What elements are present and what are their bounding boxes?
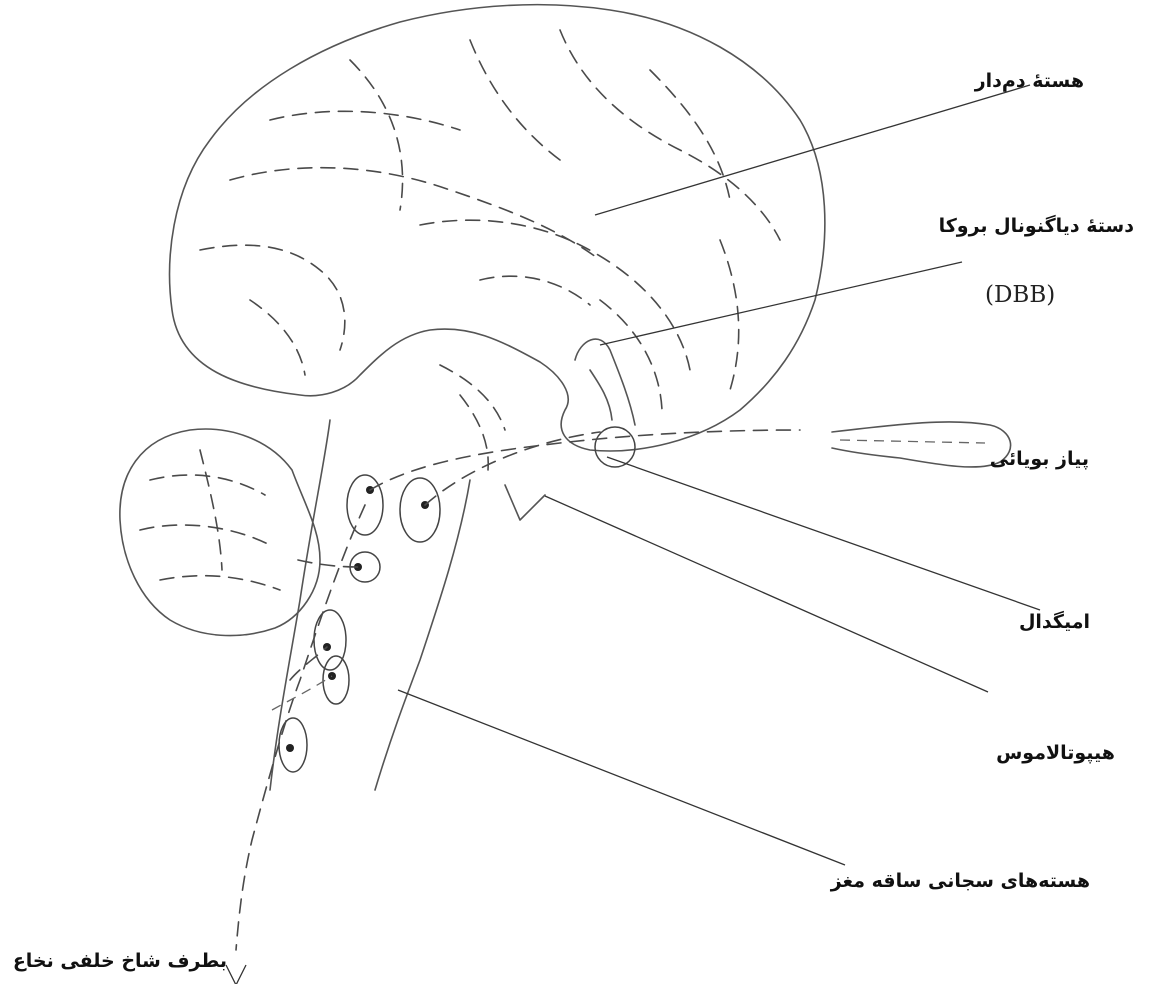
spinal-arrowhead bbox=[226, 965, 246, 984]
label-brainstem-raphe: هسته‌های سجانی ساقه مغز bbox=[831, 870, 1090, 892]
olfactory-bulb-outline bbox=[832, 422, 1011, 467]
label-hypothalamus: هیپوتالاموس bbox=[996, 742, 1115, 764]
label-diagonal-band: دستهٔ دیاگنونال بروکا bbox=[939, 215, 1134, 237]
amygdala-shape bbox=[595, 427, 635, 467]
label-spinal-dorsal-horn: بطرف شاخ خلفی نخاع bbox=[13, 950, 227, 972]
hemisphere-outline bbox=[170, 5, 825, 451]
label-olfactory-bulb: پیاز بویائی bbox=[990, 448, 1089, 470]
label-amygdala: امیگدال bbox=[1019, 611, 1090, 633]
label-diagonal-band-abbr: (DBB) bbox=[985, 282, 1055, 308]
brainstem-neurons bbox=[279, 475, 440, 772]
cerebellum-outline bbox=[120, 429, 320, 636]
label-caudate-nucleus: هستهٔ دم‌دار bbox=[975, 70, 1084, 92]
